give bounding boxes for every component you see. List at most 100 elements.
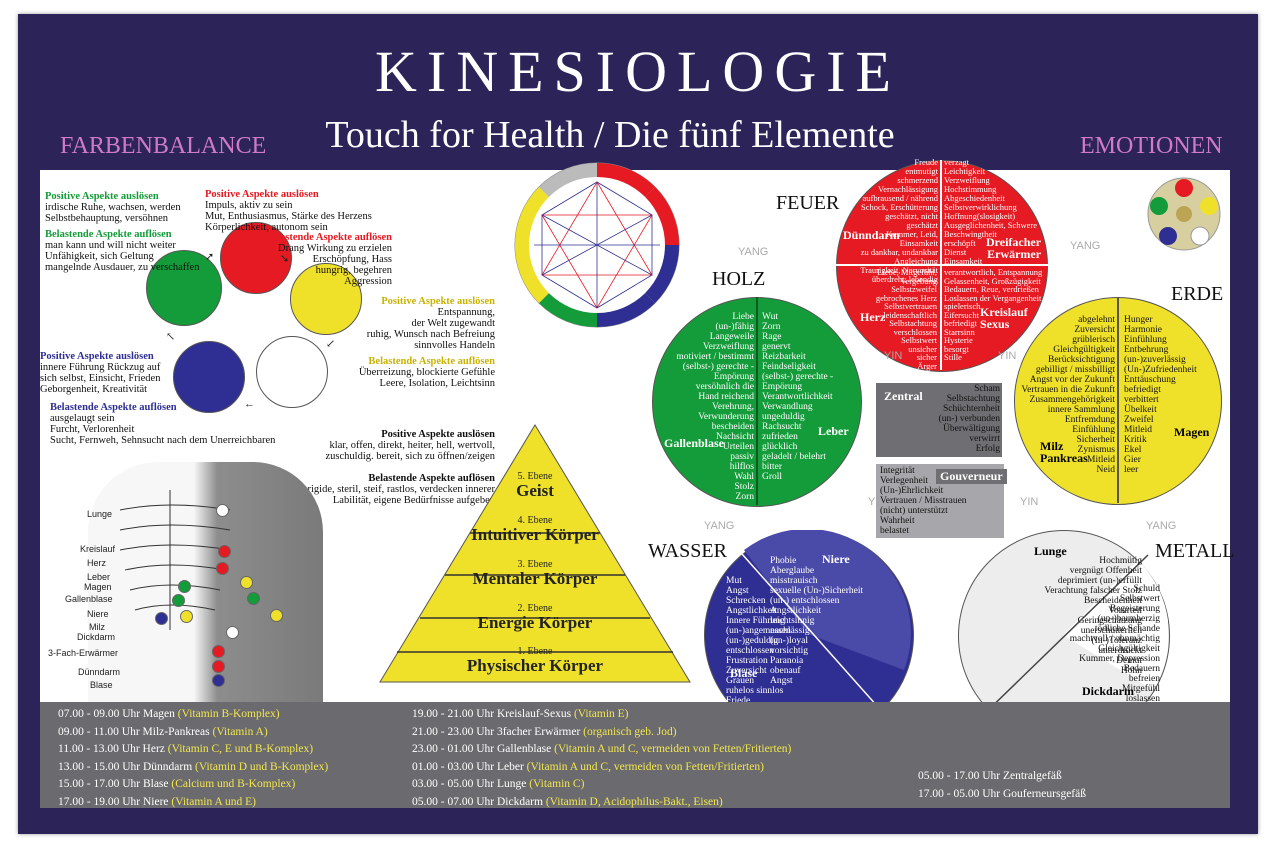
point-dot [247, 592, 260, 605]
feuer-divider-v [940, 160, 942, 370]
five-elements-emblem [1147, 177, 1221, 251]
zentral-label: Zentral [884, 389, 923, 403]
point-dot [172, 594, 185, 607]
yang-label: YANG [704, 520, 735, 532]
feuer-text-tr: verzagt Leichtigkeit Verzweiflung Hochst… [944, 157, 1037, 266]
wasser-label: WASSER [648, 540, 727, 562]
point-dot [180, 610, 193, 623]
arrow-icon: ← [244, 398, 255, 410]
wasser-organ-blase: Blase [730, 666, 758, 680]
feuer-text-br: verantwortlich, Entspannung Gelassenheit… [944, 267, 1043, 362]
yang-label: YANG [1146, 520, 1177, 532]
arrow-icon: ➘ [280, 253, 290, 265]
schedule-col-1: 07.00 - 09.00 Uhr Magen (Vitamin B-Kompl… [58, 708, 329, 808]
yang-label: YANG [738, 246, 769, 258]
point-label-3fach: 3-Fach-Erwärmer [48, 648, 119, 658]
meridian-clock-wheel [514, 162, 680, 328]
point-label-niere: Niere [87, 609, 109, 619]
erde-divider [1117, 297, 1119, 503]
point-dot [212, 645, 225, 658]
point-label-dickdarm: Dickdarm [77, 632, 116, 642]
pyramid-levels [379, 424, 691, 683]
point-dot [216, 562, 229, 575]
metall-label: METALL [1155, 540, 1235, 562]
arrow-icon: ↖ [166, 331, 176, 343]
wasser-divider [733, 530, 911, 726]
schedule-col-3: 05.00 - 17.00 Uhr Zentralgefäß 17.00 - 0… [918, 770, 1086, 800]
yin-label: YIN [1020, 496, 1039, 508]
yang-label: YANG [1070, 240, 1101, 252]
yin-label: YIN [998, 350, 1017, 362]
feuer-organ-erwaermer: Dreifacher Erwärmer [986, 235, 1042, 261]
schedule-col-2: 19.00 - 21.00 Uhr Kreislauf-Sexus (Vitam… [412, 708, 792, 808]
point-label-gallenblase: Gallenblase [65, 594, 113, 604]
holz-text-left: Liebe (un-)fähig Langeweile Verzweiflung… [676, 312, 754, 502]
feuer-text-bl: Liebe, Mitgefühl, Vergebung Selbstzweife… [875, 267, 937, 379]
metall-organ-lunge: Lunge [1034, 544, 1067, 558]
green-circle [146, 250, 222, 326]
point-dot [226, 626, 239, 639]
holz-organ-gallenblase: Gallenblase [664, 436, 725, 450]
body-meridian-figure [88, 462, 323, 702]
feuer-organ-herz: Herz [860, 310, 886, 324]
label-emotionen: EMOTIONEN [1080, 133, 1223, 159]
metall-divider [977, 554, 1168, 721]
erde-organ-magen: Magen [1174, 425, 1210, 439]
point-label-blase: Blase [90, 680, 113, 690]
erde-organ-milz: Milz Pankreas [1040, 439, 1088, 465]
wasser-text-bottom: Mut Angst Schrecken Angstlichkeit Innere… [726, 576, 791, 706]
gouverneur-box: Gouverneur [876, 464, 1007, 538]
yellow-circle [290, 263, 362, 335]
feuer-organ-kreislauf: Kreislauf Sexus [980, 305, 1028, 331]
white-circle [256, 336, 328, 408]
wasser-text-top: Phobie Aberglaube misstrauisch sexuelle … [770, 556, 864, 686]
erde-text-left: abgelehnt Zuversicht grüblerisch Gleichg… [1021, 315, 1115, 475]
point-label-lunge: Lunge [87, 509, 113, 519]
point-label-herz: Herz [87, 558, 107, 568]
feuer-circle [836, 160, 1048, 372]
page-title: KINESIOLOGIE [375, 39, 901, 104]
point-label-kreislauf: Kreislauf [80, 544, 116, 554]
point-label-leber: Leber [87, 572, 111, 582]
metall-text-top: Hochmütig vergnügt Offenheit deprimiert … [1044, 556, 1142, 676]
arrow-icon: ↙ [326, 338, 336, 350]
yin-label: YIN [884, 350, 903, 362]
point-dot [155, 612, 168, 625]
meridian-schedule [40, 702, 1230, 808]
point-dot [212, 660, 225, 673]
holz-label: HOLZ [712, 268, 766, 290]
holz-text-right: Wut Zorn Rage genervt Reizbarkeit Feinds… [762, 312, 834, 482]
zentral-text: Scham Selbstachtung Schüchternheit (un-)… [938, 384, 1000, 454]
feuer-divider [836, 264, 1048, 266]
point-dot [240, 576, 253, 589]
point-dot [218, 545, 231, 558]
point-label-magen: Magen [84, 582, 112, 592]
holz-organ-leber: Leber [818, 424, 849, 438]
feuer-text-tl: Freude entmutigt schmerzend Vernachlässi… [860, 157, 938, 284]
holz-divider [756, 297, 758, 505]
erde-label: ERDE [1171, 283, 1224, 305]
red-circle [220, 222, 292, 294]
point-dot [270, 609, 283, 622]
point-dot [178, 580, 191, 593]
page-subtitle: Touch for Health / Die fünf Elemente [325, 114, 895, 156]
zentral-box: Zentral [876, 383, 1002, 457]
body-ribs-drawing [119, 490, 231, 630]
label-farbenbalance: FARBENBALANCE [60, 133, 267, 159]
point-dot [212, 674, 225, 687]
gouverneur-label: Gouverneur [936, 469, 1007, 484]
feuer-organ-duenndarm: Dünndarm [843, 228, 900, 242]
point-label-duenndarm: Dünndarm [78, 667, 121, 677]
